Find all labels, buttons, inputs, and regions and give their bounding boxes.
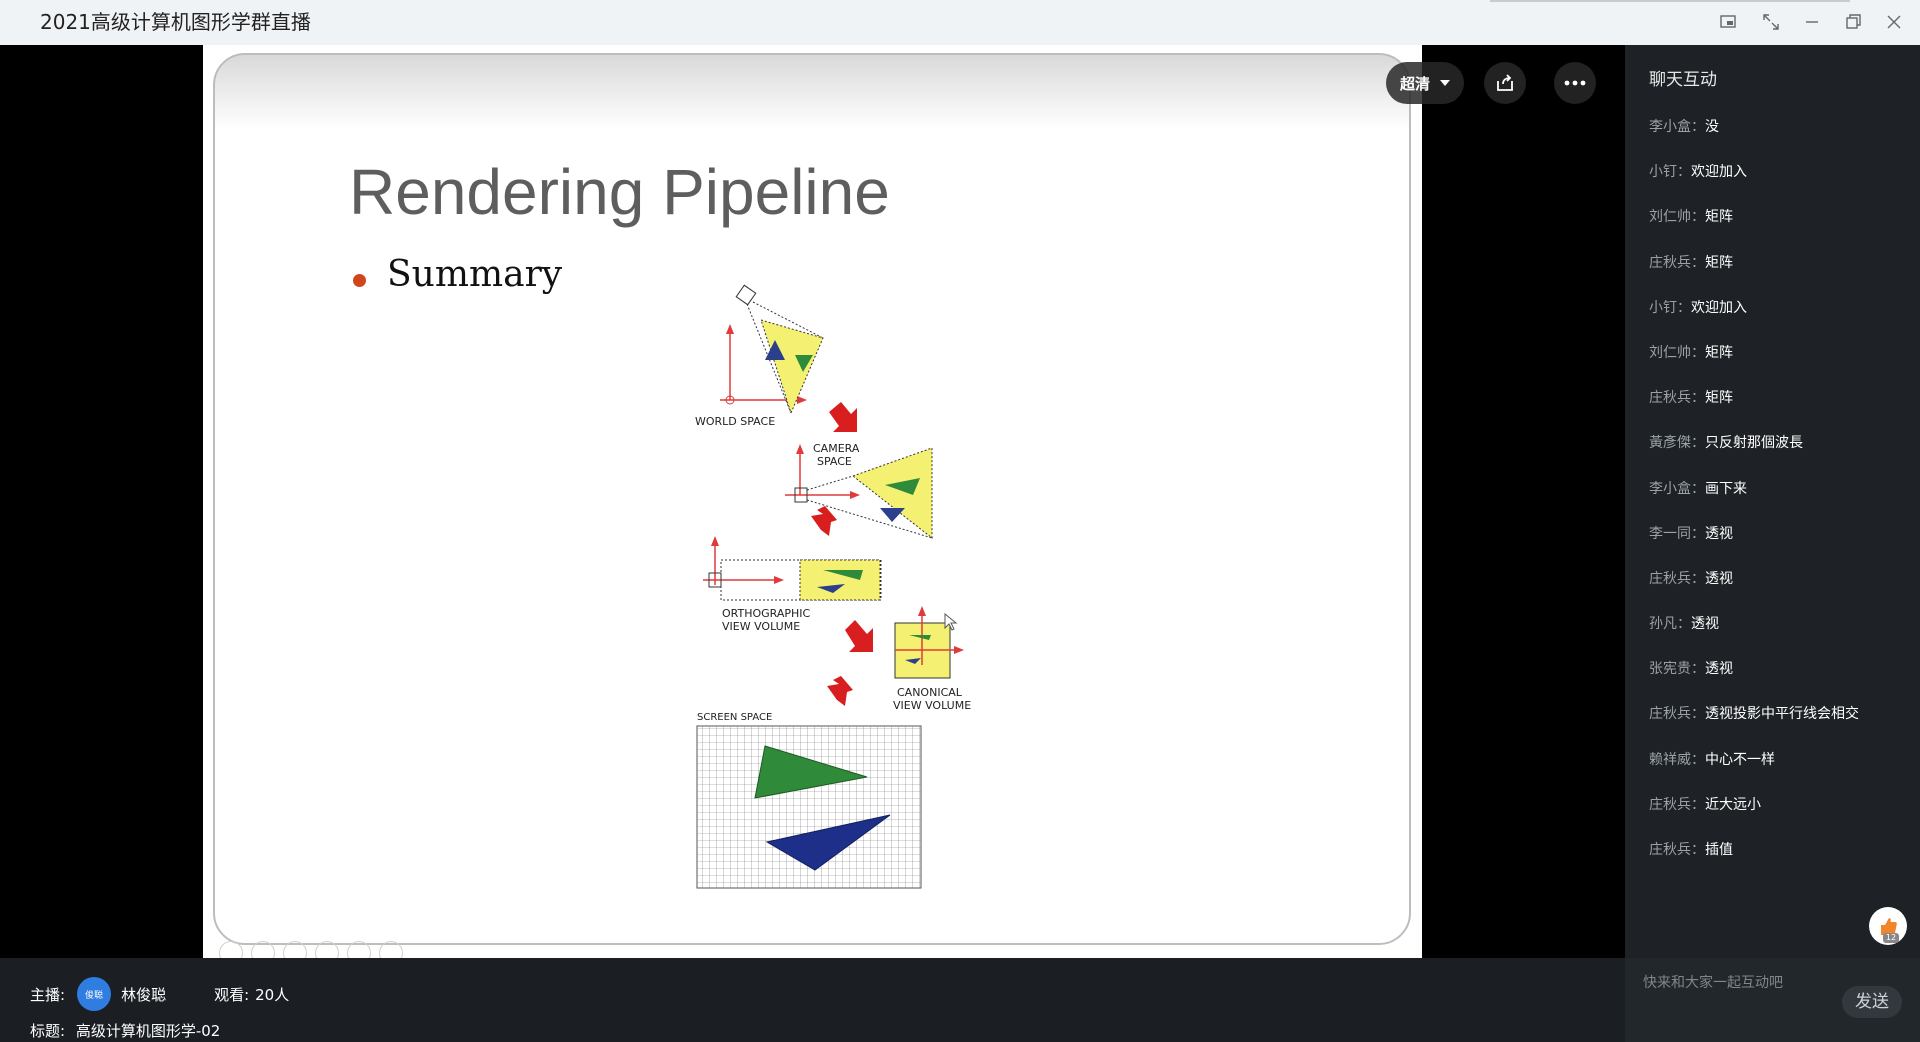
orthographic-stage: ORTHOGRAPHIC VIEW VOLUME	[703, 536, 882, 633]
chat-message: 李小盒：没	[1649, 119, 1719, 135]
pip-icon	[1720, 15, 1736, 28]
canonical-label-2: VIEW VOLUME	[893, 699, 971, 712]
host-info: 主播: 俊聪 林俊聪 观看: 20人	[30, 977, 290, 1011]
restore-icon	[1846, 14, 1861, 29]
chat-message: 庄秋兵：近大远小	[1649, 796, 1761, 813]
more-options-button[interactable]	[1554, 62, 1596, 104]
ortho-label-1: ORTHOGRAPHIC	[722, 607, 811, 620]
ortho-label-2: VIEW VOLUME	[722, 620, 800, 633]
chat-message: 李一同：透视	[1649, 525, 1733, 542]
host-label: 主播:	[30, 985, 66, 1004]
chat-message: 庄秋兵：透视	[1649, 570, 1733, 587]
chat-message: 小钉：欢迎加入	[1649, 299, 1747, 316]
close-button[interactable]	[1879, 8, 1909, 36]
fullscreen-button[interactable]	[1756, 8, 1786, 36]
thumbs-up-icon	[1881, 918, 1897, 935]
chat-message: 庄秋兵：矩阵	[1649, 390, 1733, 407]
video-stage[interactable]: Rendering Pipeline Summary	[0, 45, 1625, 965]
topic-info: 标题: 高级计算机图形学-02	[30, 1020, 220, 1041]
slide-title: Rendering Pipeline	[349, 156, 890, 228]
quality-label: 超清	[1399, 74, 1430, 93]
avatar[interactable]: 俊聪	[77, 977, 112, 1011]
chat-message: 刘仁帅：矩阵	[1649, 209, 1733, 226]
topic-value: 高级计算机图形学-02	[75, 1022, 221, 1040]
chat-panel: 聊天互动 李小盒：没 小钉：欢迎加入 刘仁帅：矩阵 庄秋兵：矩阵 小钉：欢迎加入…	[1625, 45, 1920, 958]
stream-info-bar: 主播: 俊聪 林俊聪 观看: 20人 标题: 高级计算机图形学-02	[0, 958, 1625, 1042]
chat-message: 李小盒：画下来	[1649, 480, 1747, 497]
world-space-stage: WORLD SPACE	[695, 284, 824, 428]
camera-label-1: CAMERA	[813, 442, 860, 455]
restore-button[interactable]	[1838, 8, 1868, 36]
host-name: 林俊聪	[121, 985, 167, 1004]
like-count: 12	[1883, 933, 1899, 943]
pip-button[interactable]	[1713, 8, 1743, 36]
title-bar: 2021高级计算机图形学群直播	[0, 0, 1920, 46]
mouse-cursor-icon	[944, 613, 958, 631]
chat-message: 赖祥威：中心不一样	[1649, 751, 1775, 768]
more-icon	[1564, 80, 1586, 86]
chat-input-area: 发送	[1625, 958, 1920, 1042]
minimize-icon	[1806, 21, 1818, 23]
slide-frame: Rendering Pipeline Summary	[213, 53, 1411, 965]
chevron-down-icon	[1440, 80, 1450, 86]
canonical-stage: CANONICAL VIEW VOLUME	[893, 606, 971, 712]
rendering-pipeline-diagram: WORLD SPACE CAMERA SPACE	[695, 284, 971, 889]
screen-space-stage: SCREEN SPACE	[696, 712, 922, 889]
chat-message: 庄秋兵：矩阵	[1649, 254, 1733, 271]
chat-input[interactable]	[1641, 974, 1835, 992]
viewers-value: 20人	[255, 985, 290, 1004]
chat-message: 黃彥傑：只反射那個波長	[1649, 435, 1803, 452]
canonical-label-1: CANONICAL	[897, 686, 963, 699]
expand-icon	[1763, 14, 1779, 30]
bullet-dot	[353, 274, 366, 287]
camera-space-stage: CAMERA SPACE	[785, 442, 933, 540]
close-icon	[1887, 15, 1901, 29]
chat-message: 庄秋兵：透视投影中平行线会相交	[1649, 706, 1859, 723]
chat-message: 庄秋兵：插值	[1649, 842, 1733, 858]
share-icon	[1497, 74, 1513, 91]
quality-selector[interactable]: 超清	[1386, 62, 1464, 104]
chat-message: 孙凡：透视	[1649, 616, 1719, 633]
share-button[interactable]	[1484, 62, 1526, 104]
slide-bullet: Summary	[387, 254, 563, 295]
chat-message-list[interactable]: 李小盒：没 小钉：欢迎加入 刘仁帅：矩阵 庄秋兵：矩阵 小钉：欢迎加入 刘仁帅：…	[1649, 117, 1909, 885]
camera-label-2: SPACE	[817, 455, 852, 468]
minimize-button[interactable]	[1797, 8, 1827, 36]
screen-space-label: SCREEN SPACE	[697, 712, 772, 723]
chat-message: 张宪贵：透视	[1649, 661, 1733, 678]
world-space-label: WORLD SPACE	[695, 415, 775, 428]
chat-message: 小钉：欢迎加入	[1649, 164, 1747, 181]
presentation-slide: Rendering Pipeline Summary	[203, 45, 1422, 965]
topic-label: 标题:	[30, 1022, 66, 1040]
title-bar-shadow	[1490, 0, 1850, 2]
viewers-label: 观看:	[214, 985, 250, 1004]
chat-message: 刘仁帅：矩阵	[1649, 344, 1733, 361]
chat-header: 聊天互动	[1649, 70, 1717, 90]
send-button[interactable]: 发送	[1842, 986, 1902, 1018]
window-title: 2021高级计算机图形学群直播	[40, 10, 311, 34]
